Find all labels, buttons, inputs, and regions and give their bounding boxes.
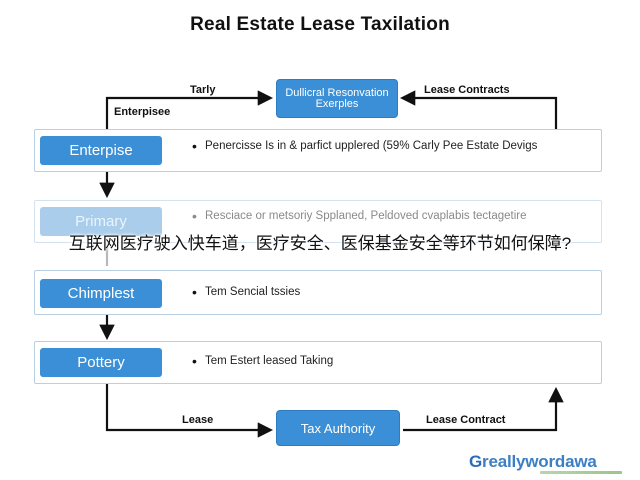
edge-label-tarly: Tarly: [190, 84, 216, 96]
top-right-connector: [399, 90, 558, 129]
watermark-logo: Greallywordawa: [469, 452, 597, 472]
row-label-pill: Chimplest: [40, 279, 162, 308]
row-description: Tem Sencial tssies: [205, 286, 301, 298]
row-chimplest: Chimplest • Tem Sencial tssies: [34, 270, 602, 315]
row-label-pill: Enterpise: [40, 136, 162, 165]
edge-label-lease-contract: Lease Contract: [426, 414, 506, 426]
row-bullet: •: [192, 208, 197, 224]
edge-label-lease: Lease: [182, 414, 214, 426]
bottom-right-connector: [403, 386, 564, 432]
logo-underline: [540, 471, 622, 474]
top-node: Dullicral Resonvation Exerples: [276, 79, 398, 118]
row-bullet: •: [192, 138, 197, 154]
row-pottery: Pottery • Tem Estert leased Taking: [34, 341, 602, 384]
row-primary: Primary • Resciace or metsoriy Spplaned,…: [34, 200, 602, 243]
overlay-caption: 互联网医疗驶入快车道，医疗安全、医保基金安全等环节如何保障?: [68, 234, 572, 253]
diagram-title: Real Estate Lease Taxilation: [190, 14, 450, 35]
row-enterpise: Enterpise • Penercisse Is in & parfict u…: [34, 129, 602, 172]
row-bullet: •: [192, 353, 197, 369]
logo-text: reallywordawa: [482, 452, 597, 471]
row-description: Penercisse Is in & parfict upplered (59%…: [205, 140, 538, 152]
edge-label-lease-contracts: Lease Contracts: [424, 84, 510, 96]
row-description: Resciace or metsoriy Spplaned, Peldoved …: [205, 210, 527, 222]
top-left-connector: [105, 90, 274, 129]
row-description: Tem Estert leased Taking: [205, 355, 334, 367]
logo-initial: G: [469, 452, 483, 471]
bottom-left-connector: [105, 384, 274, 438]
row-label-pill: Pottery: [40, 348, 162, 377]
edge-label-enterpisee: Enterpisee: [114, 106, 171, 118]
row-bullet: •: [192, 284, 197, 300]
bottom-node: Tax Authority: [276, 410, 400, 446]
row-label-pill: Primary: [40, 207, 162, 236]
